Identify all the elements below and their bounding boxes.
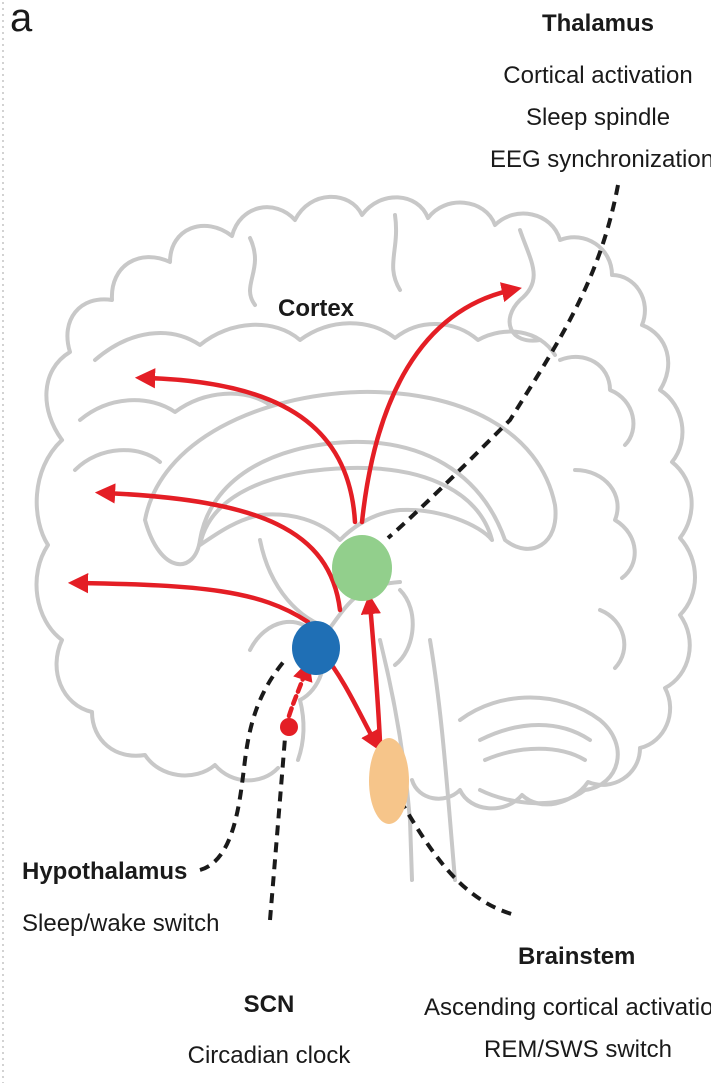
cerebellum-folia-2 bbox=[485, 749, 585, 760]
thalamus-line-1: Cortical activation bbox=[503, 62, 692, 90]
thalamus-title: Thalamus bbox=[542, 10, 654, 38]
brainstem-line-1: Ascending cortical activation bbox=[424, 994, 711, 1022]
arrow-hypothalamus-to-orbitofrontal-cortex bbox=[78, 583, 308, 622]
brainstem-node bbox=[369, 738, 409, 824]
gyrus-7 bbox=[510, 230, 540, 341]
leader-brainstem bbox=[400, 800, 515, 915]
gyrus-1 bbox=[95, 323, 555, 360]
thalamus-line-3: EEG synchronization bbox=[490, 146, 711, 174]
third-ventricle bbox=[395, 590, 413, 665]
scn-title: SCN bbox=[244, 991, 295, 1019]
gyrus-4 bbox=[560, 357, 633, 445]
hypothalamus-node bbox=[292, 621, 340, 675]
pituitary-stalk bbox=[298, 700, 304, 760]
gyrus-3 bbox=[75, 450, 160, 470]
thalamus-line-2: Sleep spindle bbox=[526, 104, 670, 132]
hypothalamus-title: Hypothalamus bbox=[22, 858, 187, 886]
scn-line-1: Circadian clock bbox=[188, 1042, 351, 1070]
arrow-brainstem-to-thalamus bbox=[370, 604, 380, 742]
thalamus-node bbox=[332, 535, 392, 601]
leader-scn bbox=[270, 738, 285, 920]
scn-node bbox=[280, 718, 298, 736]
gyrus-5 bbox=[575, 470, 635, 578]
brainstem-line-2: REM/SWS switch bbox=[484, 1036, 672, 1064]
hypothalamus-line-1: Sleep/wake switch bbox=[22, 910, 219, 938]
gyrus-6 bbox=[600, 610, 624, 668]
panel-letter: a bbox=[10, 0, 32, 41]
cerebellum-folia-1 bbox=[480, 725, 590, 740]
cortex-label: Cortex bbox=[278, 295, 354, 323]
gyrus-8 bbox=[250, 238, 255, 305]
brainstem-title: Brainstem bbox=[518, 943, 635, 971]
gyrus-9 bbox=[393, 215, 400, 290]
